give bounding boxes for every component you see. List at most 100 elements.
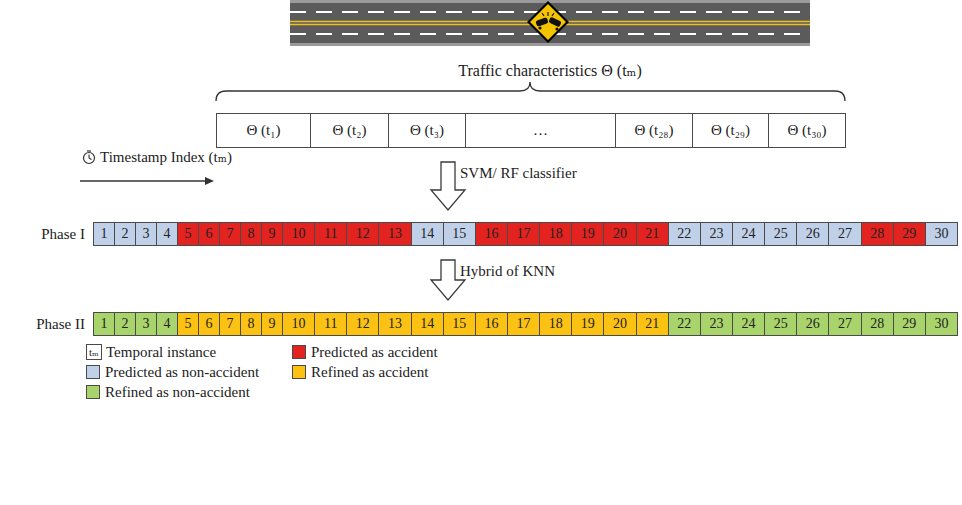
cell-text: Θ (t₃₀) (787, 122, 826, 139)
process-arrow (431, 162, 465, 210)
cell-text: 9 (269, 226, 276, 241)
cell-text: 25 (774, 226, 788, 241)
temporal-cell: 29 (893, 312, 926, 336)
legend-entry: Predicted as non-accident (86, 362, 259, 382)
row-heading: Traffic characteristics Θ (tₘ) (458, 62, 642, 80)
cell-text: 21 (645, 316, 659, 331)
temporal-cell: 9 (261, 312, 283, 336)
temporal-cell: 22 (668, 312, 701, 336)
cell-text: 3 (143, 316, 150, 331)
temporal-cell: Θ (t₁) (216, 113, 311, 148)
temporal-cell: Θ (t₂₉) (692, 113, 769, 148)
temporal-cell: 26 (796, 222, 829, 246)
legend-entry: Refined as non-accident (86, 382, 250, 402)
temporal-cell: 17 (507, 222, 540, 246)
cell-text: 1 (101, 316, 108, 331)
cell-text: 16 (484, 316, 498, 331)
cell-row: Phase I123456789101112131415161718192021… (93, 222, 957, 246)
cell-text: 14 (420, 226, 434, 241)
legend-entry: Temporal instance (86, 342, 216, 362)
road-edge (290, 0, 810, 3)
cell-text: 7 (227, 316, 234, 331)
cell-text: Θ (t₂₉) (711, 122, 750, 139)
temporal-cell: 10 (282, 312, 315, 336)
temporal-cell: 20 (603, 222, 636, 246)
cell-text: 21 (645, 226, 659, 241)
temporal-cell: 7 (219, 222, 241, 246)
legend-swatch (292, 365, 306, 379)
temporal-cell: 10 (282, 222, 315, 246)
temporal-cell: 30 (925, 312, 958, 336)
cell-text: 13 (388, 226, 402, 241)
brace (216, 82, 845, 101)
cell-text: Θ (t₂₈) (634, 122, 673, 139)
legend-text: Predicted as accident (311, 344, 438, 361)
cell-text: 27 (838, 226, 852, 241)
cell-text: 2 (122, 226, 129, 241)
cell-text: 2 (122, 316, 129, 331)
cell-text: 10 (292, 316, 306, 331)
legend-swatch (86, 365, 100, 379)
temporal-cell: 12 (346, 222, 379, 246)
cell-text: 20 (613, 316, 627, 331)
cell-text: 9 (269, 316, 276, 331)
cell-text: 23 (709, 226, 723, 241)
temporal-cell: 28 (861, 222, 894, 246)
cell-text: 19 (581, 226, 595, 241)
temporal-cell: 29 (893, 222, 926, 246)
temporal-cell: Θ (t₂) (310, 113, 389, 148)
temporal-cell: Θ (t₂₈) (615, 113, 693, 148)
temporal-cell: 11 (314, 222, 347, 246)
temporal-cell: 8 (240, 222, 262, 246)
temporal-cell: 23 (700, 312, 733, 336)
arrow-label: Hybrid of KNN (460, 263, 555, 280)
cell-text: 22 (677, 316, 691, 331)
temporal-cell: 27 (828, 222, 861, 246)
legend-entry: Predicted as accident (292, 342, 438, 362)
cell-text: 16 (484, 226, 498, 241)
arrow-label: SVM/ RF classifier (460, 165, 577, 182)
temporal-cell: 17 (507, 312, 540, 336)
temporal-cell: 24 (732, 222, 765, 246)
temporal-cell: 5 (177, 222, 199, 246)
cell-text: 26 (806, 226, 820, 241)
temporal-cell: 14 (411, 312, 444, 336)
temporal-cell: 3 (135, 312, 157, 336)
temporal-cell: 18 (539, 312, 572, 336)
temporal-cell: 3 (135, 222, 157, 246)
cell-text: 7 (227, 226, 234, 241)
cell-text: 19 (581, 316, 595, 331)
temporal-cell: 19 (571, 222, 604, 246)
cell-text: Θ (t₃) (410, 122, 444, 139)
temporal-cell: 24 (732, 312, 765, 336)
cell-text: 15 (452, 226, 466, 241)
cell-text: 28 (870, 226, 884, 241)
cell-text: 26 (806, 316, 820, 331)
temporal-cell: 27 (828, 312, 861, 336)
temporal-cell: 20 (603, 312, 636, 336)
temporal-cell: 13 (378, 312, 411, 336)
cell-text: 1 (101, 226, 108, 241)
temporal-cell: 7 (219, 312, 241, 336)
temporal-cell: 15 (443, 312, 476, 336)
cell-text: 22 (677, 226, 691, 241)
cell-text: 11 (324, 226, 337, 241)
temporal-cell: 25 (764, 312, 797, 336)
cell-text: 3 (143, 226, 150, 241)
temporal-cell: 2 (114, 312, 136, 336)
axis-label: Timestamp Index (tₘ) (100, 149, 232, 166)
cell-text: 12 (356, 226, 370, 241)
temporal-cell: 5 (177, 312, 199, 336)
legend-text: Refined as accident (311, 364, 428, 381)
cell-text: 30 (934, 226, 948, 241)
temporal-cell: 23 (700, 222, 733, 246)
temporal-cell: 21 (636, 222, 669, 246)
cell-text: 8 (248, 316, 255, 331)
temporal-cell: 6 (198, 312, 220, 336)
temporal-cell: 16 (475, 312, 508, 336)
temporal-cell: 9 (261, 222, 283, 246)
temporal-cell: 11 (314, 312, 347, 336)
temporal-cell: 1 (93, 222, 115, 246)
row-heading: Phase II (36, 316, 85, 333)
